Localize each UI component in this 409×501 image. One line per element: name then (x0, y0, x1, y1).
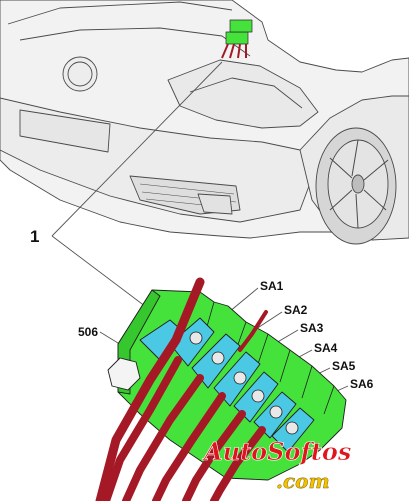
power-cables (95, 277, 268, 501)
watermark: AutoSoftos .com (202, 437, 353, 494)
protective-cap (107, 357, 141, 391)
leader-line-1-upper (51, 61, 223, 237)
watermark-line-2: .com (276, 469, 330, 493)
callout-label-1: 1 (30, 227, 39, 246)
callout-label-sa5: SA5 (332, 359, 356, 373)
leader-line-1-lower (51, 235, 159, 317)
callout-label-sa3: SA3 (300, 321, 324, 335)
wheel-spokes (329, 139, 389, 229)
engine-bay-connector (221, 19, 253, 59)
fuse-box-ribs (205, 301, 335, 415)
callout-label-sa1: SA1 (260, 279, 284, 293)
callout-label-sa2: SA2 (284, 303, 308, 317)
vehicle-front-illustration (0, 0, 409, 245)
terminal-bolts (189, 331, 299, 435)
license-plate-area (19, 109, 111, 153)
callout-label-506: 506 (78, 325, 98, 339)
callout-label-sa6: SA6 (350, 377, 374, 391)
fuse-box-detail (95, 277, 347, 501)
watermark-line-1: AutoSoftos (202, 437, 352, 466)
callout-label-sa4: SA4 (314, 341, 338, 355)
headlight (167, 59, 319, 129)
callout-labels: 1 506 SA1 SA2 SA3 SA4 SA5 SA6 (30, 227, 374, 391)
fog-light (197, 193, 233, 215)
